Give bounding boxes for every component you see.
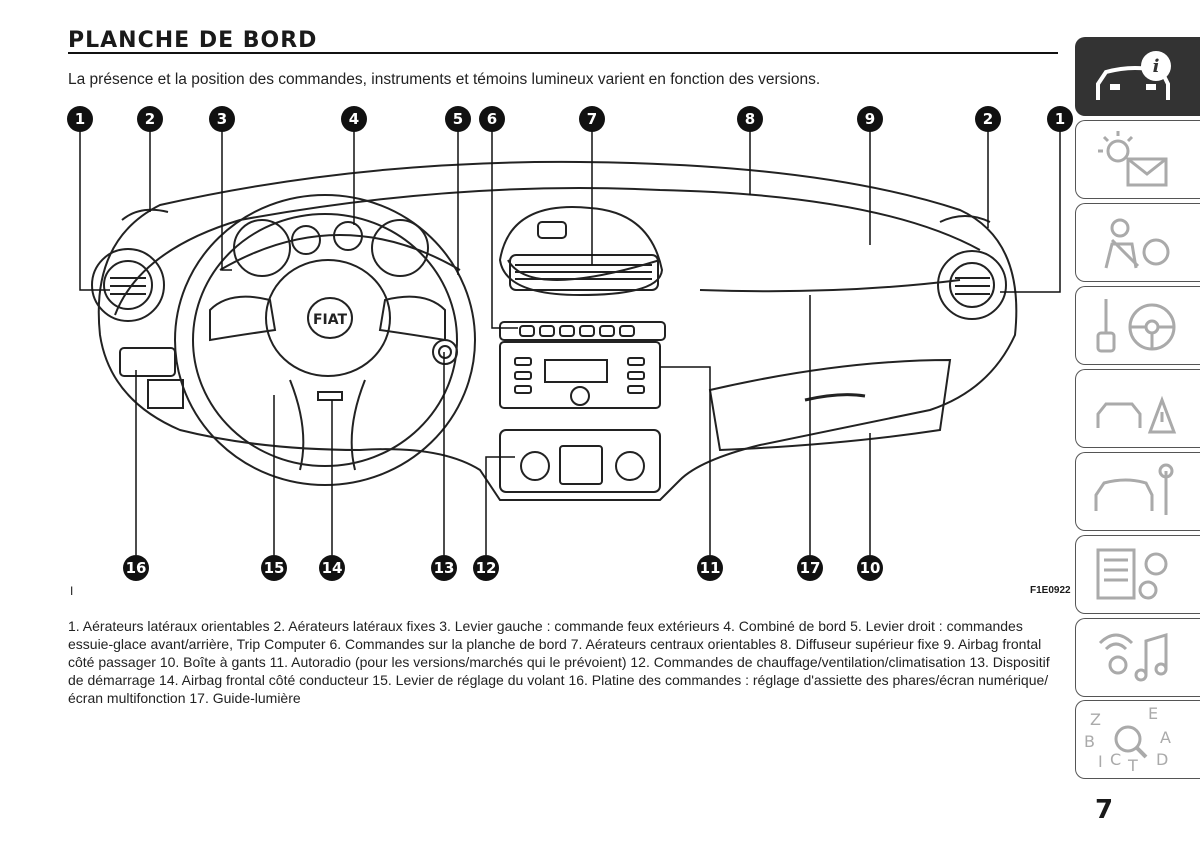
car-wrench-icon [1094,463,1174,515]
callout-4: 4 [341,106,367,132]
index-letter-c: C [1110,750,1121,769]
figure-marker: I [70,584,74,598]
callout-14: 14 [319,555,345,581]
index-letter-t: T [1127,756,1138,775]
callout-3: 3 [209,106,235,132]
callout-13: 13 [431,555,457,581]
callout-11: 11 [697,555,723,581]
callout-2-left: 2 [137,106,163,132]
dashboard-drawing: FIAT [79,130,1061,555]
callout-2-right: 2 [975,106,1001,132]
tab-index[interactable]: Z E B A I C T D [1075,700,1200,779]
lights-mail-icon [1098,131,1168,187]
car-info-icon: i [1096,51,1171,100]
tab-technical-data[interactable] [1075,535,1200,614]
tab-starting-driving[interactable] [1075,286,1200,365]
page-title: PLANCHE DE BORD [68,28,318,53]
callout-1-right: 1 [1047,106,1073,132]
index-letter-z: Z [1090,710,1101,729]
callout-9: 9 [857,106,883,132]
callout-6: 6 [479,106,505,132]
callout-12: 12 [473,555,499,581]
tab-safety[interactable] [1075,203,1200,282]
tab-multimedia[interactable] [1075,618,1200,697]
index-letter-d: D [1156,750,1168,769]
callout-7: 7 [579,106,605,132]
multimedia-icon [1098,632,1168,682]
index-letter-b: B [1084,732,1095,751]
specs-gears-icon [1096,548,1168,600]
tab-emergency[interactable] [1075,369,1200,448]
figure-caption: 1. Aérateurs latéraux orientables 2. Aér… [68,618,1050,706]
callout-5: 5 [445,106,471,132]
index-letters-icon: Z E B A I C T D [1084,704,1171,775]
tab-lights-signals[interactable] [1075,120,1200,199]
callout-10: 10 [857,555,883,581]
car-warning-triangle-icon [1096,395,1177,434]
index-letter-a: A [1160,728,1171,747]
tab-car-info[interactable]: i [1075,37,1200,116]
svg-text:i: i [1153,56,1160,77]
callout-16: 16 [123,555,149,581]
callout-1-left: 1 [67,106,93,132]
seatbelt-airbag-icon [1104,218,1170,269]
page-number: 7 [1095,795,1114,825]
callout-15: 15 [261,555,287,581]
page-subtitle: La présence et la position des commandes… [68,71,821,88]
callout-8: 8 [737,106,763,132]
title-rule [68,52,1058,54]
key-steering-wheel-icon [1096,299,1176,353]
fiat-logo-text: FIAT [313,312,348,328]
tab-maintenance[interactable] [1075,452,1200,531]
index-letter-e: E [1148,704,1158,723]
dashboard-illustration: FIAT [60,100,1080,600]
index-letter-i: I [1098,752,1103,771]
callout-17: 17 [797,555,823,581]
figure-code: F1E0922 [1030,585,1071,596]
